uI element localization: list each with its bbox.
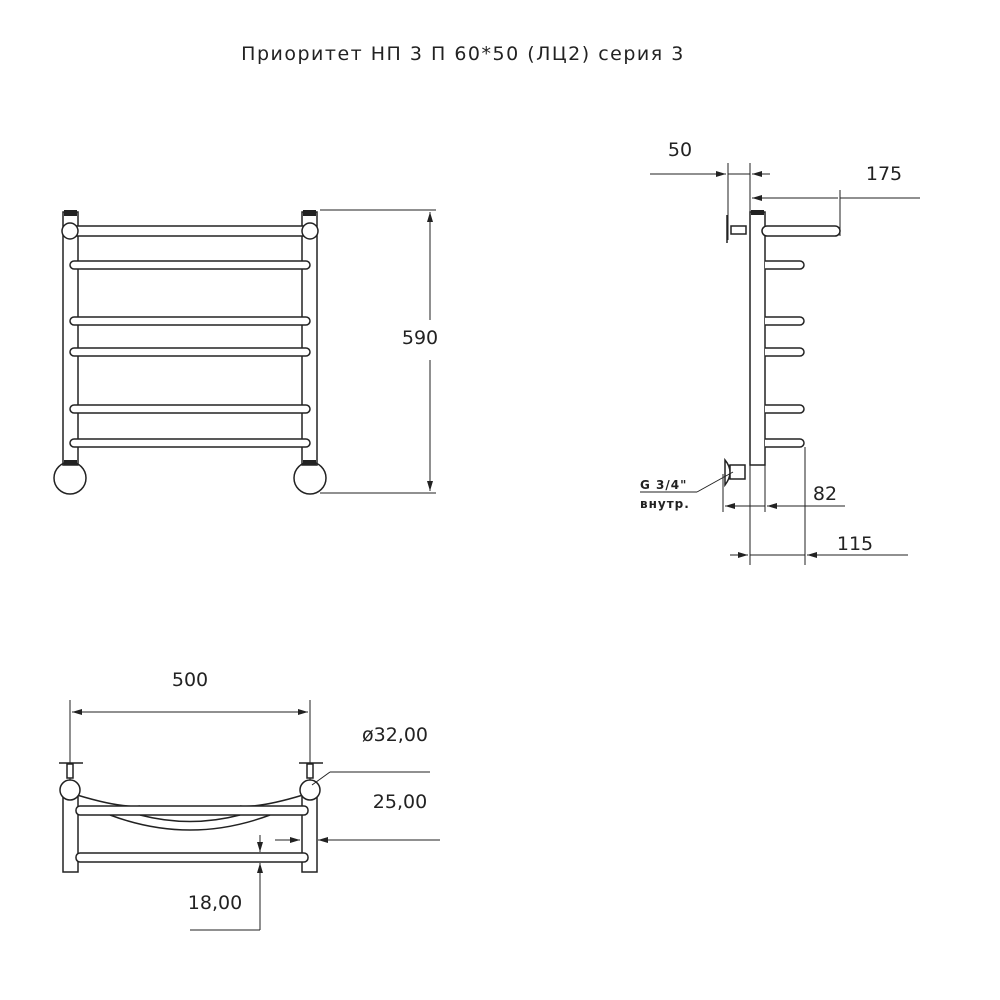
bottom-offset-dimension: 82 bbox=[722, 474, 845, 512]
wall-bracket bbox=[730, 225, 747, 235]
front-view: 590 bbox=[53, 209, 438, 495]
wall-offset-label: 50 bbox=[668, 139, 692, 161]
drawing-title: Приоритет НП 3 П 60*50 (ЛЦ2) серия 3 bbox=[241, 43, 685, 65]
curved-rung bbox=[109, 814, 271, 831]
side-post bbox=[749, 211, 766, 466]
depth-top-label: 175 bbox=[866, 163, 902, 185]
right-post bbox=[301, 211, 318, 466]
side-top-bar bbox=[761, 225, 841, 237]
rung-dim-label: 25,00 bbox=[373, 791, 427, 813]
diameter-label: ø32,00 bbox=[362, 724, 428, 746]
left-post bbox=[62, 211, 79, 466]
rung-dimension: 25,00 bbox=[275, 791, 440, 843]
width-dimension: 500 bbox=[72, 669, 308, 715]
bottom-rung bbox=[75, 852, 309, 863]
right-valve bbox=[293, 461, 327, 495]
rung bbox=[69, 260, 311, 270]
side-view: 50 175 G 3/4" внутр. 82 115 bbox=[640, 139, 920, 565]
top-view: 500 ø32,00 25,00 18,00 bbox=[59, 669, 440, 931]
spacing-dimension: 18,00 bbox=[188, 835, 263, 931]
width-label: 500 bbox=[172, 669, 208, 691]
connection-label: G 3/4" bbox=[640, 478, 687, 492]
top-bar bbox=[69, 225, 311, 237]
rung bbox=[69, 347, 311, 357]
right-cap bbox=[303, 210, 316, 216]
spacing-label: 18,00 bbox=[188, 892, 242, 914]
top-rung bbox=[75, 805, 309, 816]
height-dim-label: 590 bbox=[402, 327, 438, 349]
bottom-offset-label: 82 bbox=[813, 483, 837, 505]
left-valve bbox=[53, 461, 87, 495]
rung bbox=[69, 316, 311, 326]
diameter-callout: ø32,00 bbox=[311, 724, 430, 786]
connection-sublabel: внутр. bbox=[640, 497, 690, 511]
rungs bbox=[69, 260, 311, 448]
depth-top-dimension: 175 bbox=[752, 163, 920, 201]
side-rungs bbox=[765, 260, 805, 448]
connection-callout: G 3/4" внутр. bbox=[640, 471, 734, 511]
height-dimension: 590 bbox=[320, 209, 438, 494]
top-left-joint bbox=[61, 222, 79, 240]
top-right-joint bbox=[301, 222, 319, 240]
left-cap bbox=[64, 210, 77, 216]
wall-offset-dimension: 50 bbox=[650, 139, 770, 177]
valve-fitting bbox=[724, 457, 746, 488]
depth-bottom-label: 115 bbox=[837, 533, 873, 555]
rung bbox=[69, 404, 311, 414]
rung bbox=[69, 438, 311, 448]
depth-bottom-dimension: 115 bbox=[730, 533, 908, 558]
